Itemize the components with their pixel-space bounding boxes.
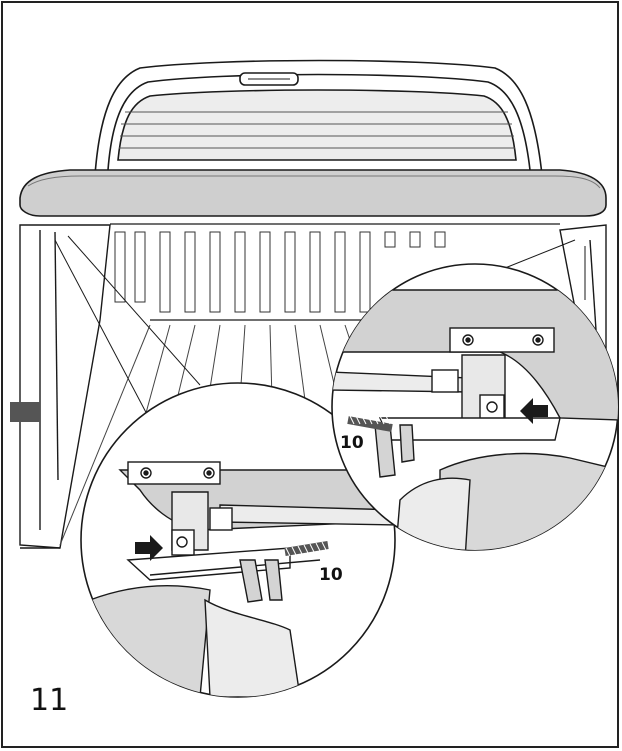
spring-callout-right: 10 <box>340 433 364 453</box>
spring-callout-left: 10 <box>319 565 343 585</box>
clamp-jaw <box>239 559 263 603</box>
spring-left <box>284 541 329 557</box>
zoom-leader-lines <box>54 235 586 421</box>
truck-cab <box>94 59 543 176</box>
detail-circle-left <box>80 382 396 698</box>
arrow-left-icon <box>520 398 548 424</box>
arrow-right-icon <box>135 535 163 561</box>
spring-right <box>347 415 393 432</box>
left-tail-vent <box>10 402 40 422</box>
rear-window <box>117 89 517 161</box>
mounting-plate <box>127 461 221 485</box>
tonneau-cover-front <box>19 169 607 217</box>
detail-circle-right <box>331 263 619 551</box>
step-number: 11 <box>30 683 69 718</box>
truck-bed <box>10 223 614 549</box>
